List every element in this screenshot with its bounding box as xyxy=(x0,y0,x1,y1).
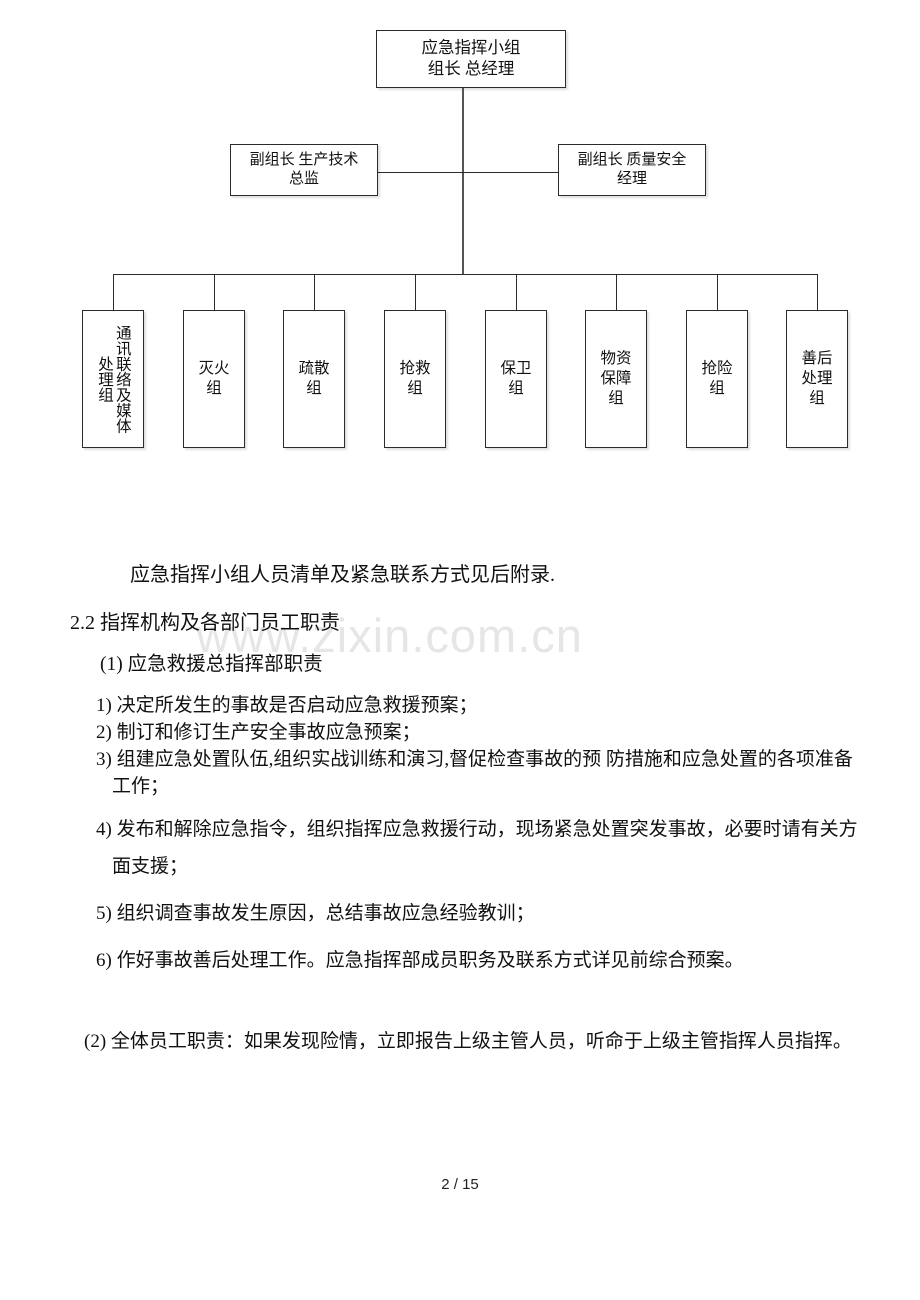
org-node-group-firefighting-label: 灭火 组 xyxy=(198,359,230,397)
connector-drop-2 xyxy=(214,274,215,310)
org-node-group-firefighting: 灭火 组 xyxy=(183,310,245,448)
page-footer: 2 / 15 xyxy=(0,1176,920,1193)
org-node-group-security-label: 保卫 组 xyxy=(500,359,532,397)
connector-deputy-horizontal xyxy=(378,172,558,173)
final-paragraph: (2) 全体员工职责：如果发现险情，立即报告上级主管人员，听命于上级主管指挥人员… xyxy=(84,1031,852,1053)
connector-drop-1 xyxy=(113,274,114,310)
org-node-group-logistics-label: 物资 保障 组 xyxy=(600,349,632,408)
list-item: 1) 决定所发生的事故是否启动应急救援预案； xyxy=(96,695,478,717)
connector-drop-5 xyxy=(516,274,517,310)
connector-drop-8 xyxy=(817,274,818,310)
connector-drop-7 xyxy=(717,274,718,310)
connector-trunk-vertical xyxy=(462,88,464,275)
org-node-group-emergency-repair: 抢险 组 xyxy=(686,310,748,448)
org-node-group-aftermath: 善后 处理 组 xyxy=(786,310,848,448)
org-node-commander-label: 应急指挥小组 组长 总经理 xyxy=(421,38,521,78)
org-chart: 应急指挥小组 组长 总经理 副组长 生产技术 总监 副组长 质量安全 经理 通讯… xyxy=(0,0,920,480)
list-item: 6) 作好事故善后处理工作。应急指挥部成员职务及联系方式详见前综合预案。 xyxy=(96,950,744,972)
connector-drop-6 xyxy=(616,274,617,310)
org-node-deputy-production: 副组长 生产技术 总监 xyxy=(230,144,378,196)
org-node-group-aftermath-label: 善后 处理 组 xyxy=(801,349,833,408)
connector-drop-3 xyxy=(314,274,315,310)
page-number: 2 / 15 xyxy=(441,1176,479,1193)
org-node-group-evacuation: 疏散 组 xyxy=(283,310,345,448)
org-node-group-rescue: 抢救 组 xyxy=(384,310,446,448)
connector-group-bus xyxy=(113,274,818,275)
org-node-group-communications-label: 通讯联络及媒体处理组 xyxy=(96,324,131,434)
connector-drop-4 xyxy=(415,274,416,310)
org-node-deputy-quality: 副组长 质量安全 经理 xyxy=(558,144,706,196)
org-node-group-emergency-repair-label: 抢险 组 xyxy=(701,359,733,397)
org-node-group-security: 保卫 组 xyxy=(485,310,547,448)
org-node-deputy-production-label: 副组长 生产技术 总监 xyxy=(249,152,359,187)
list-item: 4) 发布和解除应急指令，组织指挥应急救援行动，现场紧急处置突发事故，必要时请有… xyxy=(96,819,858,878)
org-node-group-logistics: 物资 保障 组 xyxy=(585,310,647,448)
section-heading-2-2: 2.2 指挥机构及各部门员工职责 xyxy=(70,612,340,634)
list-item: 3) 组建应急处置队伍,组织实战训练和演习,督促检查事故的预 防措施和应急处置的… xyxy=(96,749,853,798)
lead-paragraph: 应急指挥小组人员清单及紧急联系方式见后附录. xyxy=(130,564,555,586)
org-node-deputy-quality-label: 副组长 质量安全 经理 xyxy=(577,152,687,187)
subsection-heading-1: (1) 应急救援总指挥部职责 xyxy=(100,654,323,675)
list-item: 2) 制订和修订生产安全事故应急预案； xyxy=(96,722,421,744)
watermark: www.zixin.com.cn xyxy=(196,609,583,662)
org-node-commander: 应急指挥小组 组长 总经理 xyxy=(376,30,566,88)
org-node-group-rescue-label: 抢救 组 xyxy=(399,359,431,397)
list-item: 5) 组织调查事故发生原因，总结事故应急经验教训； xyxy=(96,903,535,925)
org-node-group-evacuation-label: 疏散 组 xyxy=(298,359,330,397)
document-body: 应急指挥小组人员清单及紧急联系方式见后附录. 2.2 指挥机构及各部门员工职责 … xyxy=(0,560,920,1060)
org-node-group-communications: 通讯联络及媒体处理组 xyxy=(82,310,144,448)
